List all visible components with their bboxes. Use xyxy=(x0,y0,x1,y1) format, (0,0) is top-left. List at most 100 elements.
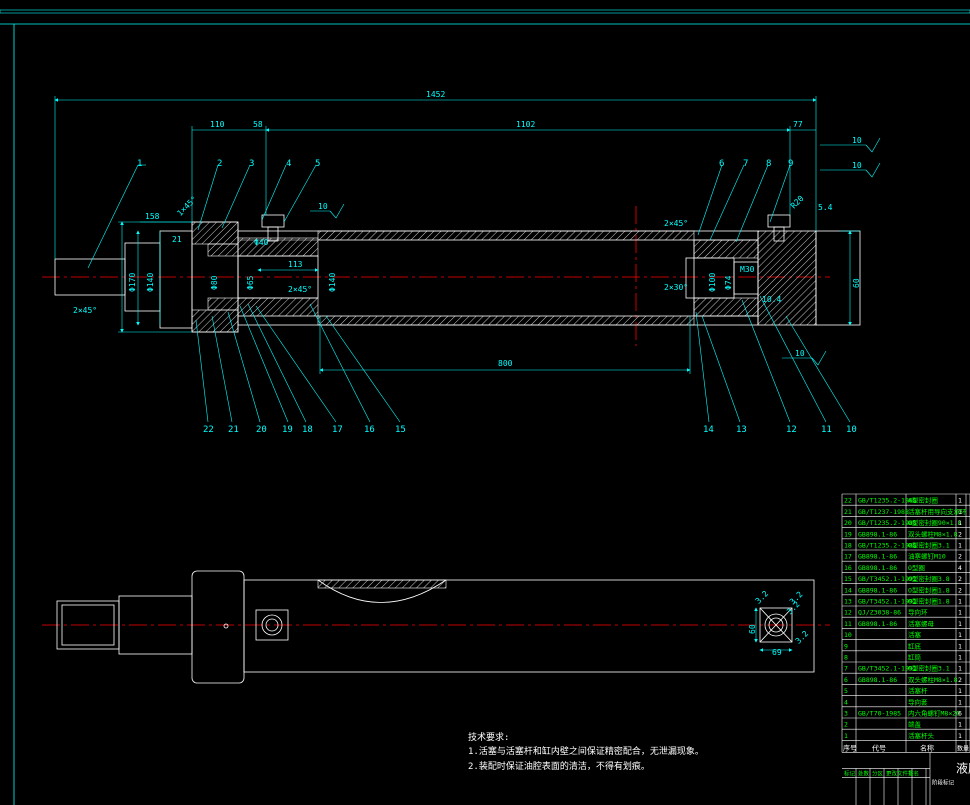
balloon-20: 20 xyxy=(256,425,267,435)
dimension-texts: 1452 110 58 1102 77 158 113 800 21 2×45°… xyxy=(73,90,861,368)
dim-dia74: Φ74 xyxy=(724,275,733,290)
roughness-7: 3.2 xyxy=(794,629,811,646)
table-cell-no: 3 xyxy=(844,710,848,718)
leader-lines-bottom xyxy=(195,295,851,423)
table-cell-code: GB/T1237-1988 xyxy=(858,508,909,516)
exterior-view xyxy=(42,570,830,684)
table-cell-no: 19 xyxy=(844,530,852,538)
dim-113: 113 xyxy=(288,260,303,269)
roughness-1: 10 xyxy=(318,202,328,211)
roughness-labels: 10 10 10 10 xyxy=(318,136,862,358)
table-cell-name: 活塞 xyxy=(908,630,922,639)
table-cell-code: GB/T1235.2-1988 xyxy=(858,519,917,527)
dim-thread: M30 xyxy=(740,265,755,274)
table-cell-qty: 1 xyxy=(958,631,962,639)
title-block-title: 液压缸 xyxy=(956,760,970,775)
table-cell-no: 7 xyxy=(844,665,848,673)
balloon-17: 17 xyxy=(332,425,343,435)
exterior-dim-lines xyxy=(754,607,793,652)
table-cell-qty: 2 xyxy=(958,586,962,594)
balloon-16: 16 xyxy=(364,425,375,435)
balloon-10: 10 xyxy=(846,425,857,435)
table-cell-name: O型密封圈1.8 xyxy=(908,597,950,606)
table-cell-code: GB898.1-86 xyxy=(858,676,897,684)
dim-60b: 60 xyxy=(748,624,757,634)
table-cell-code: GB898.1-86 xyxy=(858,620,897,628)
table-cell-name: 端盖 xyxy=(908,720,922,729)
dim-60: 60 xyxy=(852,278,861,288)
dim-77: 77 xyxy=(793,120,803,129)
roughness-8: 3.2 xyxy=(754,589,771,606)
roughness-symbols xyxy=(310,137,881,366)
balloon-7: 7 xyxy=(743,159,748,169)
table-cell-no: 11 xyxy=(844,620,852,628)
table-cell-qty: 1 xyxy=(958,620,962,628)
balloons-top: 1 2 3 4 5 6 7 8 9 xyxy=(137,159,793,169)
balloon-9: 9 xyxy=(788,159,793,169)
table-cell-code: GB/T70-1985 xyxy=(858,710,901,718)
table-header-no: 序号 xyxy=(843,743,857,752)
table-cell-name: 内六角螺钉M8×20 xyxy=(908,709,960,718)
dim-58: 58 xyxy=(253,120,263,129)
balloon-15: 15 xyxy=(395,425,406,435)
balloon-13: 13 xyxy=(736,425,747,435)
title-block-f7: 阶段标记 xyxy=(932,778,955,786)
title-block-f2: 处数 xyxy=(858,769,870,777)
table-cell-no: 10 xyxy=(844,631,852,639)
balloon-4: 4 xyxy=(286,159,291,169)
table-cell-qty: 1 xyxy=(958,721,962,729)
table-header-name: 名称 xyxy=(920,743,934,752)
dim-21: 21 xyxy=(172,235,182,244)
dim-800: 800 xyxy=(498,359,513,368)
table-cell-qty: 1 xyxy=(958,609,962,617)
table-cell-qty: 2 xyxy=(958,530,962,538)
table-cell-no: 5 xyxy=(844,687,848,695)
roughness-2: 10 xyxy=(852,136,862,145)
dim-dia100: Φ100 xyxy=(708,273,717,292)
table-cell-name: 双头螺柱M8×1.8 xyxy=(908,675,958,684)
balloon-2: 2 xyxy=(217,159,222,169)
dim-d40: Φ40 xyxy=(254,238,269,247)
table-cell-code: GB/T3452.1-1992 xyxy=(858,598,917,606)
dim-chamfer5: 2×45° xyxy=(664,219,688,228)
table-cell-qty: 1 xyxy=(958,542,962,550)
table-cell-code: GB/T1235.2-1988 xyxy=(858,497,917,505)
table-cell-no: 12 xyxy=(844,609,852,617)
exterior-dims: 69 60 3.2 3.2 3.2 3.2 xyxy=(748,589,810,657)
dim-1452: 1452 xyxy=(426,90,445,99)
table-cell-qty: 1 xyxy=(958,508,962,516)
table-cell-code: GB/T3452.1-1992 xyxy=(858,575,917,583)
section-view xyxy=(42,206,861,346)
table-cell-no: 20 xyxy=(844,519,852,527)
table-cell-no: 15 xyxy=(844,575,852,583)
table-cell-qty: 4 xyxy=(958,564,962,572)
table-cell-name: 活塞杆用导向支承环 xyxy=(908,507,967,516)
table-cell-code: GB898.1-86 xyxy=(858,586,897,594)
roughness-3: 10 xyxy=(852,161,862,170)
table-header-qty: 数量 xyxy=(957,744,969,752)
table-cell-qty: 1 xyxy=(958,665,962,673)
balloon-8: 8 xyxy=(766,159,771,169)
roughness-6: 3.2 xyxy=(785,600,802,617)
dim-chamfer2: 2×45° xyxy=(288,285,312,294)
table-cell-no: 13 xyxy=(844,598,852,606)
table-cell-no: 1 xyxy=(844,732,848,740)
table-cell-no: 2 xyxy=(844,721,848,729)
table-cell-qty: 1 xyxy=(958,698,962,706)
table-cell-qty: 2 xyxy=(958,553,962,561)
dimensions xyxy=(54,96,860,374)
table-cell-no: 14 xyxy=(844,586,852,594)
table-cell-name: 活塞杆头 xyxy=(908,731,935,740)
dim-dia140b: Φ140 xyxy=(328,273,337,292)
table-cell-name: 缸筒 xyxy=(908,653,922,662)
table-cell-qty: 2 xyxy=(958,676,962,684)
dim-158: 158 xyxy=(145,212,160,221)
table-cell-name: O型密封圈3.8 xyxy=(908,574,950,583)
table-header-code: 代号 xyxy=(872,743,886,752)
balloon-3: 3 xyxy=(249,159,254,169)
table-cell-no: 9 xyxy=(844,642,848,650)
table-cell-name: 活塞螺母 xyxy=(908,619,935,628)
table-cell-name: 导向环 xyxy=(908,608,928,617)
dim-chamfer3: 2×30° xyxy=(664,283,688,292)
